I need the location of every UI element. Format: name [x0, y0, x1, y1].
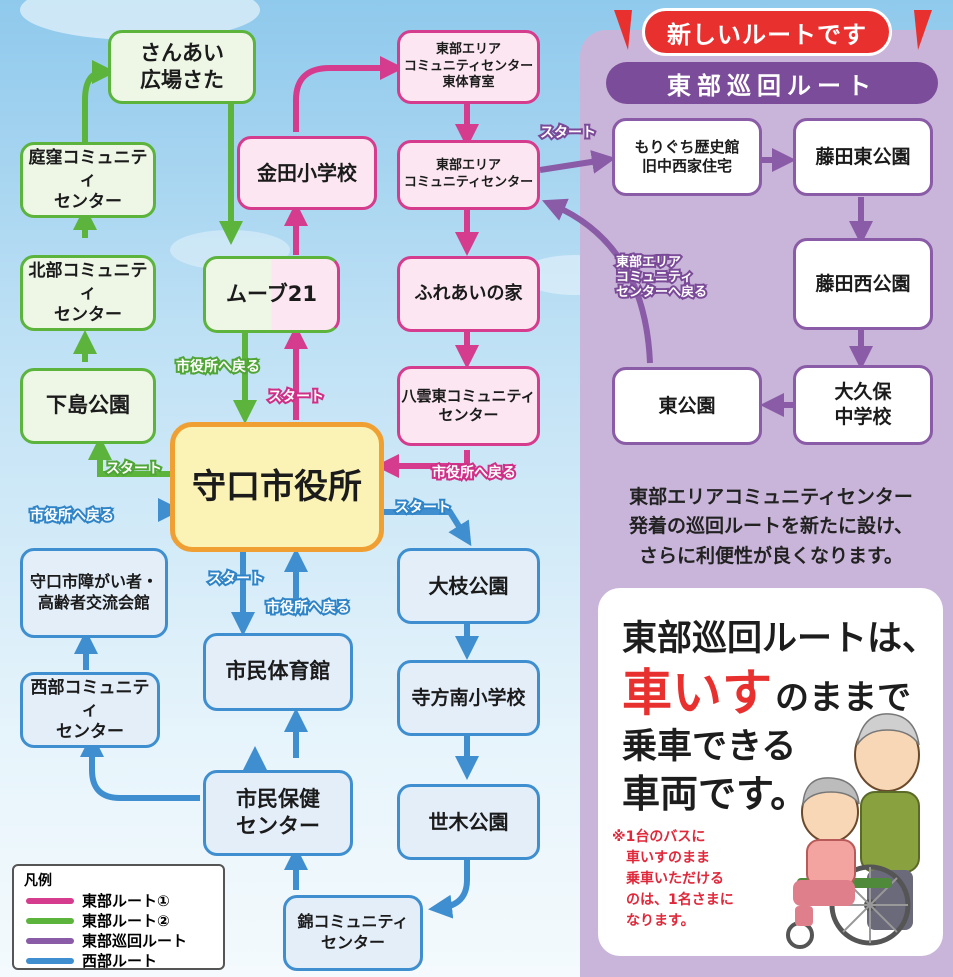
green-start-label: スタート — [104, 459, 164, 479]
banner-accent-icon — [614, 10, 632, 50]
stop-move21[interactable]: ムーブ21 — [203, 256, 340, 333]
wheelchair-headline-4: 車両です。 — [622, 772, 809, 816]
east-loop-return-label: 東部エリア コミュニティ センターへ戻る — [614, 253, 709, 302]
west-start-right-label: スタート — [393, 498, 453, 518]
pink-start-label: スタート — [266, 387, 326, 407]
stop-hokubu-community-center[interactable]: 北部コミュニティ センター — [20, 255, 156, 331]
legend-swatch — [26, 917, 74, 924]
east-loop-start-label: スタート — [538, 123, 598, 143]
wheelchair-note: ※1台のバスに 車いすのまま 乗車いただける のは、1名さまに なります。 — [612, 829, 734, 929]
legend-item-east-loop: 東部巡回ルート — [26, 930, 187, 951]
elderly-wheelchair-illustration — [786, 713, 920, 949]
legend-swatch — [26, 937, 74, 944]
stop-shimin-hoken-center[interactable]: 市民保健 センター — [203, 770, 353, 856]
wheelchair-headline-2: のままで — [775, 678, 911, 718]
stop-oeda-park[interactable]: 大枝公園 — [397, 548, 540, 624]
stop-niwakubo-community-center[interactable]: 庭窪コミュニティ センター — [20, 142, 156, 218]
stop-east-area-gym[interactable]: 東部エリア コミュニティセンター 東体育室 — [397, 30, 540, 104]
stop-higashi-park[interactable]: 東公園 — [612, 367, 762, 445]
new-route-banner: 新しいルートです — [642, 8, 892, 56]
legend-swatch — [26, 957, 74, 964]
west-start-down-label: スタート — [206, 569, 266, 589]
west-return-up-label: 市役所へ戻る — [264, 598, 352, 618]
legend-item-east-route-2: 東部ルート② — [26, 910, 170, 931]
stop-yakumo-higashi-community-center[interactable]: 八雲東コミュニティ センター — [397, 366, 540, 446]
legend-label: 東部ルート① — [82, 892, 170, 910]
pink-return-label: 市役所へ戻る — [430, 463, 518, 483]
city-hall-hub[interactable]: 守口市役所 — [170, 422, 384, 552]
legend: 凡例 東部ルート① 東部ルート② 東部巡回ルート 西部ルート — [12, 864, 225, 970]
wheelchair-headline-red: 車いす — [622, 664, 772, 722]
green-return-label: 市役所へ戻る — [174, 357, 262, 377]
stop-fujita-nishi-park[interactable]: 藤田西公園 — [793, 238, 933, 330]
stop-fujita-higashi-park[interactable]: 藤田東公園 — [793, 118, 933, 196]
stop-seibu-community-center[interactable]: 西部コミュニティ センター — [20, 672, 160, 748]
legend-swatch — [26, 897, 74, 904]
stop-shimin-taiikukan[interactable]: 市民体育館 — [203, 633, 353, 711]
stop-kaneda-elementary[interactable]: 金田小学校 — [237, 136, 377, 210]
east-loop-title: 東部巡回ルート — [606, 62, 938, 104]
stop-sanai-hiroba[interactable]: さんあい 広場さた — [108, 30, 256, 104]
stop-east-area-community-center[interactable]: 東部エリア コミュニティセンター — [397, 140, 540, 210]
legend-item-east-route-1: 東部ルート① — [26, 890, 170, 911]
legend-label: 東部ルート② — [82, 912, 170, 930]
wheelchair-headline-3: 乗車できる — [622, 727, 797, 767]
east-loop-description: 東部エリアコミュニティセンター 発着の巡回ルートを新たに設け、 さらに利便性が良… — [628, 486, 914, 567]
stop-moriguchi-exchange-hall[interactable]: 守口市障がい者・ 高齢者交流会館 — [20, 548, 168, 638]
banner-accent-icon — [914, 10, 932, 50]
wheelchair-headline-1: 東部巡回ルートは、 — [622, 619, 938, 659]
stop-seki-park[interactable]: 世木公園 — [397, 784, 540, 860]
legend-title: 凡例 — [24, 873, 52, 889]
stop-fureai-no-ie[interactable]: ふれあいの家 — [397, 256, 540, 332]
legend-label: 西部ルート — [82, 952, 158, 970]
stop-nishiki-community-center[interactable]: 錦コミュニティ センター — [283, 895, 423, 971]
west-return-left-label: 市役所へ戻る — [28, 506, 116, 526]
stop-shimojima-park[interactable]: 下島公園 — [20, 368, 156, 444]
legend-item-west-route: 西部ルート — [26, 950, 157, 971]
stop-okubo-junior-high[interactable]: 大久保 中学校 — [793, 365, 933, 445]
stop-terakata-minami-elementary[interactable]: 寺方南小学校 — [397, 660, 540, 736]
legend-label: 東部巡回ルート — [82, 932, 188, 950]
stop-moriguchi-history-museum[interactable]: もりぐち歴史館 旧中西家住宅 — [612, 118, 762, 196]
